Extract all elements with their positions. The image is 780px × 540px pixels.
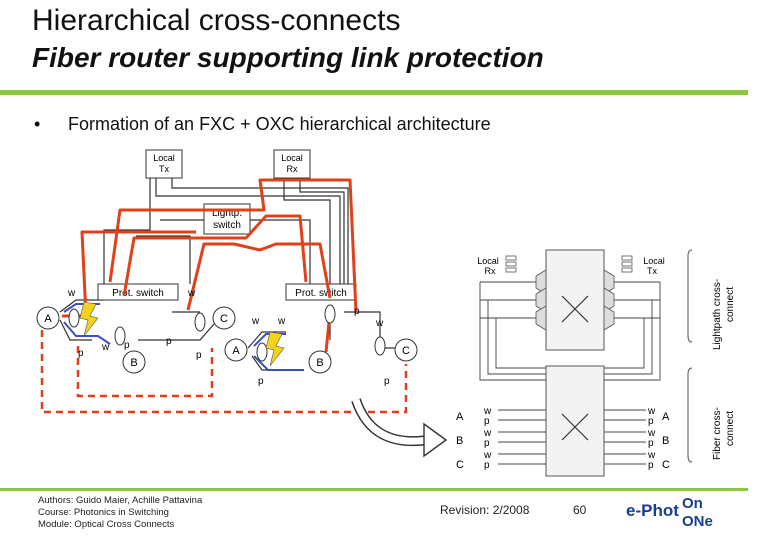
blue-links (63, 303, 304, 371)
prot-switch-left-label: Prot. switch (112, 288, 164, 299)
left-wp-2: p (484, 416, 490, 427)
left-port-b: B (456, 435, 463, 447)
w-label-6: w (375, 318, 384, 329)
node-c1-label: C (220, 313, 228, 325)
right-port-c: C (662, 459, 670, 471)
fiber-fxc-box (545, 365, 605, 477)
local-tx-box (145, 149, 183, 179)
node-a2-label: A (232, 345, 240, 357)
local-tx-line1: Local (153, 153, 175, 163)
lightpath-bracket (687, 249, 693, 343)
footer-info: Authors: Guido Maier, Achille Pattavina … (38, 495, 202, 531)
p-label-3: p (196, 350, 202, 361)
node-b2-label: B (316, 357, 323, 369)
left-wp-6: p (484, 460, 490, 471)
right-local-rx-line1: Local (477, 256, 499, 266)
right-diagram: Local Rx Local Tx (456, 249, 736, 477)
local-rx-line2: Rx (287, 164, 298, 174)
p-label-6: p (384, 376, 390, 387)
p-label-7: p (124, 340, 130, 351)
lightpath-switch-line1: Lightp. (212, 208, 242, 219)
right-local-tx-line1: Local (643, 256, 665, 266)
local-tx-line2: Tx (159, 164, 169, 174)
prot-switch-left-box (97, 283, 179, 301)
footer-authors: Authors: Guido Maier, Achille Pattavina (38, 495, 203, 506)
lightpath-oxc-demux (535, 269, 615, 331)
p-label-4: p (354, 306, 360, 317)
footer-revision: Revision: 2/2008 (440, 503, 530, 517)
node-c2 (394, 338, 418, 362)
fiber-bracket (687, 367, 693, 463)
left-port-a: A (456, 411, 464, 423)
right-wp-6: p (648, 460, 654, 471)
w-label-5: w (277, 316, 286, 327)
prot-switch-right-label: Prot. switch (295, 288, 347, 299)
node-a2 (224, 338, 248, 362)
right-port-b: B (662, 435, 669, 447)
right-links (479, 281, 661, 465)
lightpath-side-label-1: Lightpath cross- (712, 279, 723, 350)
w-label-3: w (101, 342, 110, 353)
logo-part2: On (682, 495, 703, 512)
p-label-1: p (78, 348, 84, 359)
left-diagram: Local Tx Local Rx Lightp. switch (36, 149, 418, 414)
fault-bolt-right-icon (265, 331, 285, 367)
bottom-divider (0, 488, 748, 491)
footer-course: Course: Photonics in Switching (38, 507, 169, 518)
lightpath-oxc-cross (561, 295, 589, 323)
right-wp-4: p (648, 438, 654, 449)
footer-module: Module: Optical Cross Connects (38, 519, 175, 530)
node-b1 (122, 350, 146, 374)
node-a1-label: A (44, 313, 52, 325)
right-wp-2: p (648, 416, 654, 427)
node-c1 (212, 306, 236, 330)
node-b2 (308, 350, 332, 374)
local-rx-line1: Local (281, 153, 303, 163)
right-wp-1: w (647, 406, 656, 417)
p-label-5: p (258, 376, 264, 387)
bullet-marker: • (34, 114, 41, 134)
left-wp-3: w (483, 428, 492, 439)
w-label-2: w (187, 288, 196, 299)
fiber-side-label-2: connect (725, 411, 736, 446)
page-title: Hierarchical cross-connects (32, 4, 401, 37)
right-port-a: A (662, 411, 670, 423)
top-divider (0, 90, 748, 95)
fiber-fxc-cross (561, 413, 589, 441)
local-rx-box (273, 149, 311, 179)
right-local-rx-line2: Rx (485, 266, 496, 276)
fault-bolt-left-icon (79, 301, 99, 337)
node-c2-label: C (402, 345, 410, 357)
left-wp-1: w (483, 406, 492, 417)
w-label-4: w (251, 316, 260, 327)
bullet-text: Formation of an FXC + OXC hierarchical a… (68, 114, 491, 134)
right-wp-3: w (647, 428, 656, 439)
w-label-1: w (67, 288, 76, 299)
lightpath-side-label-2: connect (725, 287, 736, 322)
dashed-protection-loop (40, 330, 408, 414)
right-local-tx-line2: Tx (647, 266, 657, 276)
p-label-2: p (166, 336, 172, 347)
logo-part1: e-Phot (626, 501, 679, 520)
transform-arrow-icon (351, 398, 448, 458)
couplers (68, 304, 386, 362)
left-port-c: C (456, 459, 464, 471)
node-b1-label: B (130, 357, 137, 369)
left-wp-4: p (484, 438, 490, 449)
lightpath-switch-line2: switch (213, 220, 241, 231)
left-wp-5: w (483, 450, 492, 461)
fiber-side-label-1: Fiber cross- (712, 407, 723, 460)
right-wp-5: w (647, 450, 656, 461)
logo-part3: ONe (682, 513, 713, 530)
e-photon-one-logo: e-Phot On ONe (626, 495, 713, 530)
page-number: 60 (573, 503, 587, 517)
right-local-ports (505, 255, 633, 273)
page-subtitle: Fiber router supporting link protection (32, 42, 544, 73)
lightpath-oxc-box (545, 249, 605, 351)
node-a1 (36, 306, 60, 330)
